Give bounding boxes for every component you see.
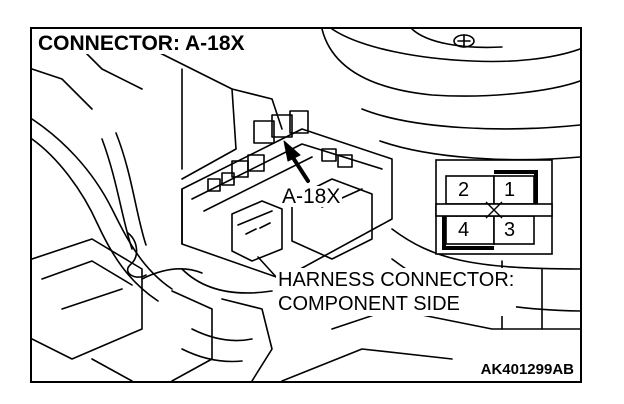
pin-2-label: 2 <box>458 179 470 201</box>
harness-note-line-2: COMPONENT SIDE <box>278 293 460 315</box>
pin-1-label: 1 <box>504 179 516 201</box>
pin-3-label: 3 <box>504 219 516 241</box>
harness-connector-note: HARNESS CONNECTOR: COMPONENT SIDE <box>276 268 517 316</box>
harness-note-line-1: HARNESS CONNECTOR: <box>278 269 515 291</box>
connector-pin-diagram <box>435 159 553 255</box>
figure-code: AK401299AB <box>478 361 576 378</box>
connector-callout-label: A-18X <box>280 185 343 208</box>
diagram-frame: 2 1 4 3 CONNECTOR: A-18X A-18X HARNESS C… <box>30 27 582 383</box>
pin-4-label: 4 <box>458 219 470 241</box>
engine-bay-illustration <box>32 29 580 381</box>
diagram-title: CONNECTOR: A-18X <box>36 32 247 55</box>
